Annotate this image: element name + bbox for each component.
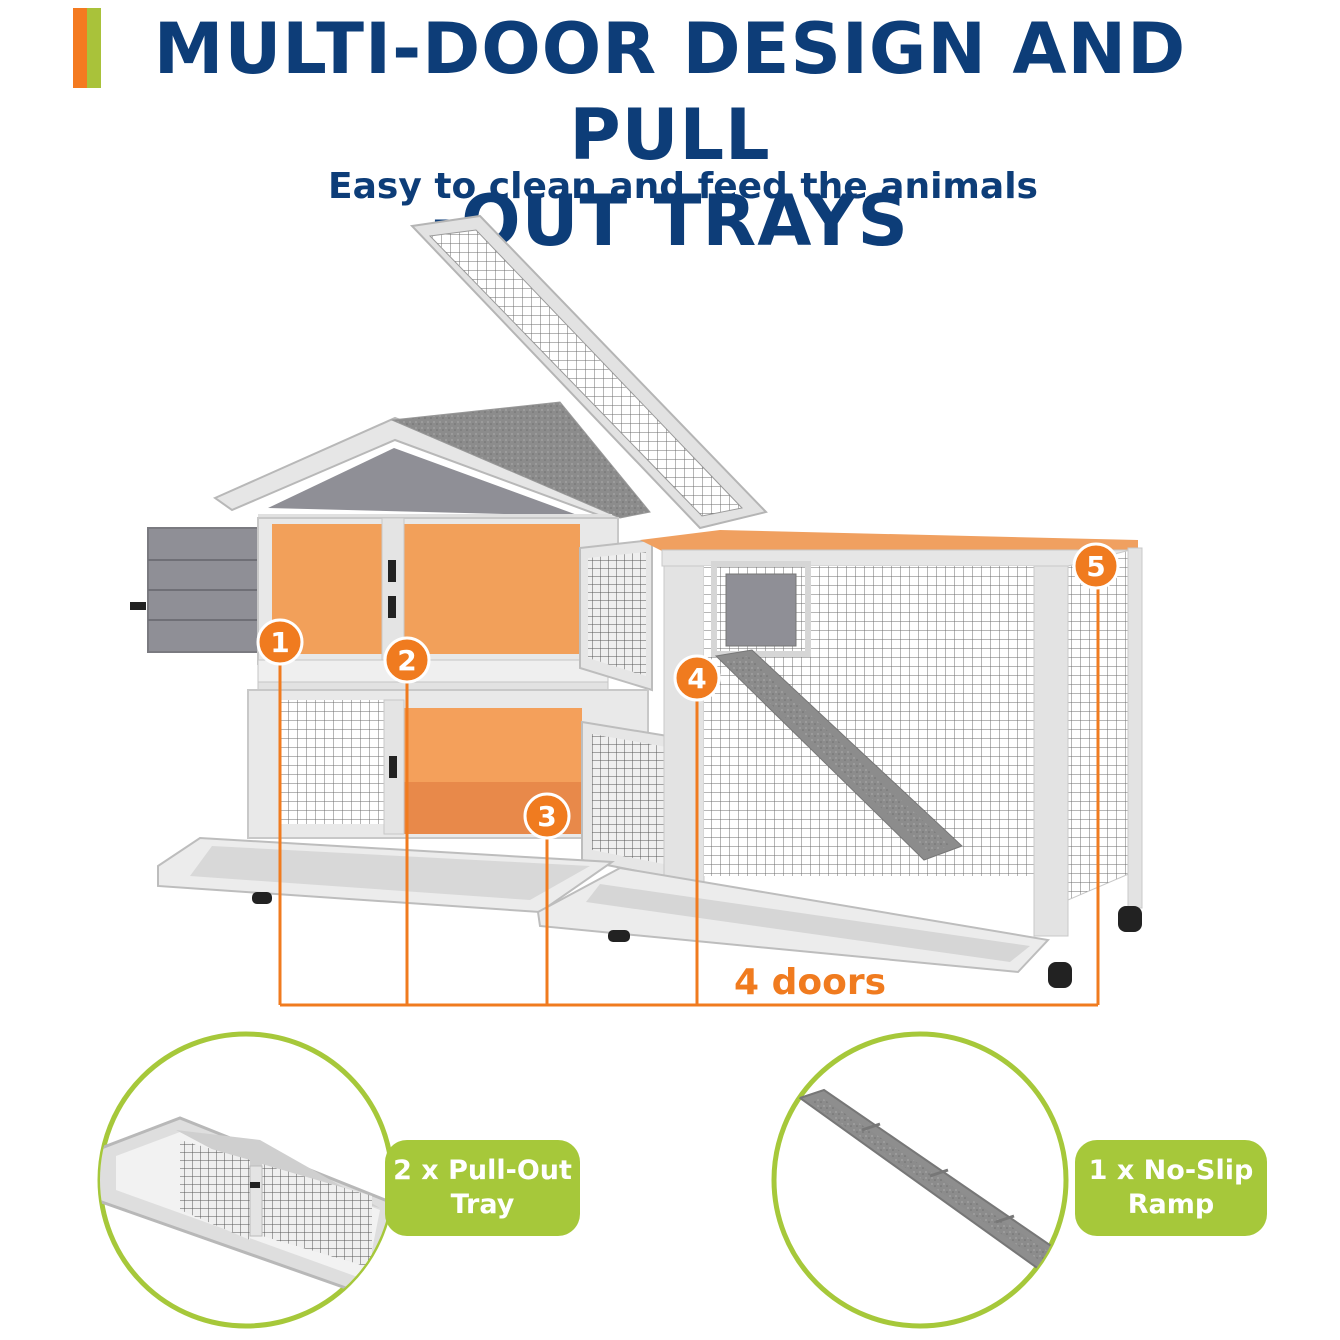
title-accent-bars	[73, 8, 109, 88]
upper-compartments	[257, 517, 619, 701]
run-ramp	[714, 649, 963, 861]
hutch-roof	[212, 401, 651, 524]
pull-out-tray-callout-line-2: Tray	[450, 1189, 515, 1220]
orange-accent-bar	[73, 8, 87, 88]
door-badge-2: 2	[383, 636, 431, 684]
green-accent-bar	[87, 8, 101, 88]
no-slip-ramp-callout-line-2: Ramp	[1127, 1189, 1215, 1220]
no-slip-ramp-callout-line-1: 1 x No-Slip	[1088, 1155, 1254, 1186]
door-badge-5: 5	[1072, 542, 1120, 590]
title-line-1: MULTI-DOOR DESIGN AND PULL	[153, 8, 1187, 176]
door-badge-4: 4	[673, 654, 721, 702]
tray-detail-circle	[97, 1031, 395, 1329]
hutch-wheels	[252, 892, 1142, 988]
door-indicator-lines	[278, 588, 1100, 1007]
no-slip-ramp-callout: 1 x No-Slip Ramp	[1075, 1140, 1267, 1236]
door-badge-1: 1	[256, 618, 304, 666]
pull-out-tray-callout: 2 x Pull-Out Tray	[385, 1140, 580, 1236]
page-subtitle: Easy to clean and feed the animals	[328, 166, 1038, 207]
door-badge-3-label: 3	[537, 800, 556, 833]
doors-count-label: 4 doors	[734, 962, 886, 1003]
door-badge-4-label: 4	[687, 662, 706, 695]
upper-mesh-door	[579, 538, 653, 692]
door-badge-5-label: 5	[1086, 550, 1105, 583]
open-roof-lid	[409, 214, 768, 530]
door-badge-1-label: 1	[270, 626, 289, 659]
left-side-door	[130, 527, 273, 653]
ramp-detail-circle	[771, 1031, 1069, 1329]
door-badge-2-label: 2	[397, 644, 416, 677]
door-badge-3: 3	[523, 792, 571, 840]
run-enclosure	[640, 530, 1143, 937]
pull-out-tray-callout-line-1: 2 x Pull-Out	[393, 1155, 572, 1186]
